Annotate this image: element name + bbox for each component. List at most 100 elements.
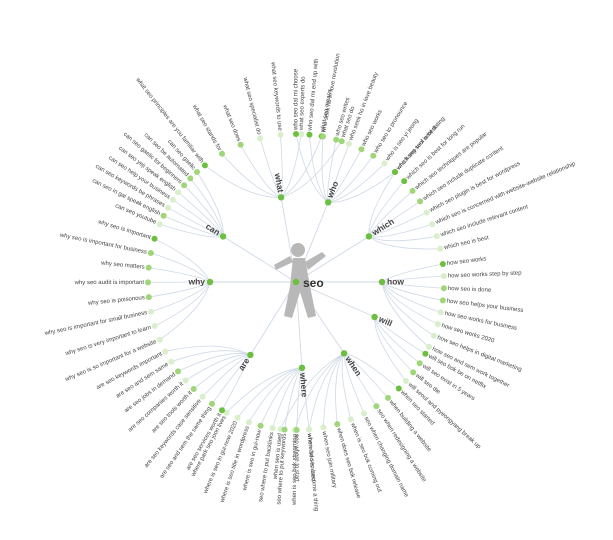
leaf-dot[interactable]	[219, 150, 225, 157]
leaf-dot[interactable]	[305, 426, 312, 433]
leaf-dot[interactable]	[147, 250, 154, 256]
leaf-dot[interactable]	[223, 409, 230, 416]
leaf-dot[interactable]	[437, 245, 444, 252]
question-label[interactable]: why seo is poisonous	[87, 295, 145, 307]
leaf-dot[interactable]	[165, 204, 171, 211]
question-label[interactable]: why seo audit is important	[74, 280, 145, 286]
leaf-dot[interactable]	[209, 400, 215, 407]
question-label[interactable]: where seo is used	[306, 432, 316, 482]
leaf-dot[interactable]	[277, 131, 284, 138]
leaf-dot[interactable]	[423, 209, 430, 216]
leaf-dot[interactable]	[148, 308, 154, 315]
question-label[interactable]: who seo dal mi end up with	[307, 58, 320, 132]
branch-why[interactable]: why	[187, 276, 214, 286]
question-label[interactable]: seo where to put keywords	[276, 433, 287, 505]
branch-how[interactable]: how	[378, 276, 405, 286]
leaf-dot[interactable]	[219, 407, 225, 414]
question-label[interactable]: when seo is used	[273, 433, 284, 481]
leaf-dot[interactable]	[145, 279, 151, 286]
leaf-dot[interactable]	[439, 297, 446, 304]
question-label[interactable]: who seo to pronounce	[373, 100, 410, 155]
question-label[interactable]: when building a website	[387, 399, 432, 454]
leaf-dot[interactable]	[160, 212, 167, 219]
leaf-dot[interactable]	[437, 309, 444, 316]
center-node[interactable]: seo	[292, 276, 324, 290]
question-label[interactable]: how seo helps your business	[446, 298, 523, 313]
leaf-dot[interactable]	[429, 221, 436, 228]
question-label[interactable]: how seo is done	[448, 286, 492, 294]
leaf-dot[interactable]	[306, 131, 313, 138]
leaf-dot[interactable]	[395, 385, 402, 392]
question-label[interactable]: what seo keywords to use	[269, 61, 282, 132]
leaf-dot[interactable]	[385, 394, 391, 401]
branch-what[interactable]: what	[272, 171, 286, 201]
question-label[interactable]: how seo works	[447, 256, 487, 267]
leaf-dot[interactable]	[162, 348, 169, 355]
question-label[interactable]: seo where to put backlinks	[258, 432, 275, 503]
leaf-dot[interactable]	[440, 285, 447, 292]
branch-where[interactable]: where	[298, 364, 310, 398]
leaf-dot[interactable]	[346, 140, 352, 147]
leaf-dot[interactable]	[403, 378, 409, 384]
leaf-dot[interactable]	[417, 198, 424, 205]
question-label[interactable]: what seo does	[221, 103, 241, 142]
question-label[interactable]: when is seo bok streaming	[292, 434, 299, 506]
leaf-dot[interactable]	[409, 187, 416, 194]
leaf-dot[interactable]	[234, 414, 241, 421]
leaf-dot[interactable]	[187, 175, 194, 182]
leaf-dot[interactable]	[434, 321, 441, 328]
leaf-dot[interactable]	[145, 294, 152, 301]
leaf-dot[interactable]	[168, 358, 175, 365]
question-label[interactable]: who seo dal mi choose	[294, 68, 300, 131]
leaf-dot[interactable]	[269, 425, 276, 432]
leaf-dot[interactable]	[156, 221, 163, 228]
leaf-dot[interactable]	[182, 377, 189, 384]
leaf-dot[interactable]	[281, 426, 288, 433]
leaf-dot[interactable]	[333, 136, 340, 143]
leaf-dot[interactable]	[401, 178, 408, 185]
leaf-dot[interactable]	[338, 138, 345, 145]
leaf-dot[interactable]	[257, 422, 264, 429]
leaf-dot[interactable]	[422, 350, 429, 357]
leaf-dot[interactable]	[145, 264, 152, 271]
leaf-dot[interactable]	[169, 196, 176, 203]
question-label[interactable]: when seo join military	[320, 430, 337, 488]
leaf-dot[interactable]	[320, 133, 326, 140]
leaf-dot[interactable]	[381, 160, 388, 167]
leaf-dot[interactable]	[433, 233, 440, 240]
leaf-dot[interactable]	[347, 416, 354, 423]
question-label[interactable]: which seo is best	[443, 235, 490, 251]
leaf-dot[interactable]	[440, 273, 447, 280]
leaf-dot[interactable]	[181, 182, 188, 189]
question-label[interactable]: why seo is important	[96, 219, 151, 241]
leaf-dot[interactable]	[175, 189, 182, 196]
leaf-dot[interactable]	[358, 146, 365, 153]
leaf-dot[interactable]	[151, 323, 158, 329]
leaf-dot[interactable]	[257, 135, 264, 142]
leaf-dot[interactable]	[439, 261, 446, 267]
leaf-dot[interactable]	[373, 403, 380, 410]
question-label[interactable]: why seo matters	[100, 260, 145, 270]
question-label[interactable]: what seo experts do	[299, 76, 307, 132]
leaf-dot[interactable]	[175, 368, 181, 375]
leaf-dot[interactable]	[410, 369, 417, 376]
leaf-dot[interactable]	[194, 169, 200, 175]
leaf-dot[interactable]	[199, 393, 206, 400]
branch-which[interactable]: which	[365, 216, 396, 240]
leaf-dot[interactable]	[293, 427, 300, 433]
branch-when[interactable]: when	[340, 350, 364, 378]
leaf-dot[interactable]	[416, 360, 423, 367]
leaf-dot[interactable]	[430, 332, 437, 339]
leaf-dot[interactable]	[156, 336, 163, 343]
leaf-dot[interactable]	[361, 410, 367, 417]
leaf-dot[interactable]	[320, 424, 327, 431]
leaf-dot[interactable]	[426, 343, 432, 350]
leaf-dot[interactable]	[237, 141, 244, 148]
leaf-dot[interactable]	[298, 131, 305, 138]
question-label[interactable]: where is seo title in wordpress	[219, 425, 251, 504]
leaf-dot[interactable]	[334, 421, 341, 428]
leaf-dot[interactable]	[392, 169, 398, 175]
leaf-dot[interactable]	[190, 386, 197, 392]
question-label[interactable]: how seo works step by step	[448, 270, 523, 279]
leaf-dot[interactable]	[293, 131, 299, 137]
